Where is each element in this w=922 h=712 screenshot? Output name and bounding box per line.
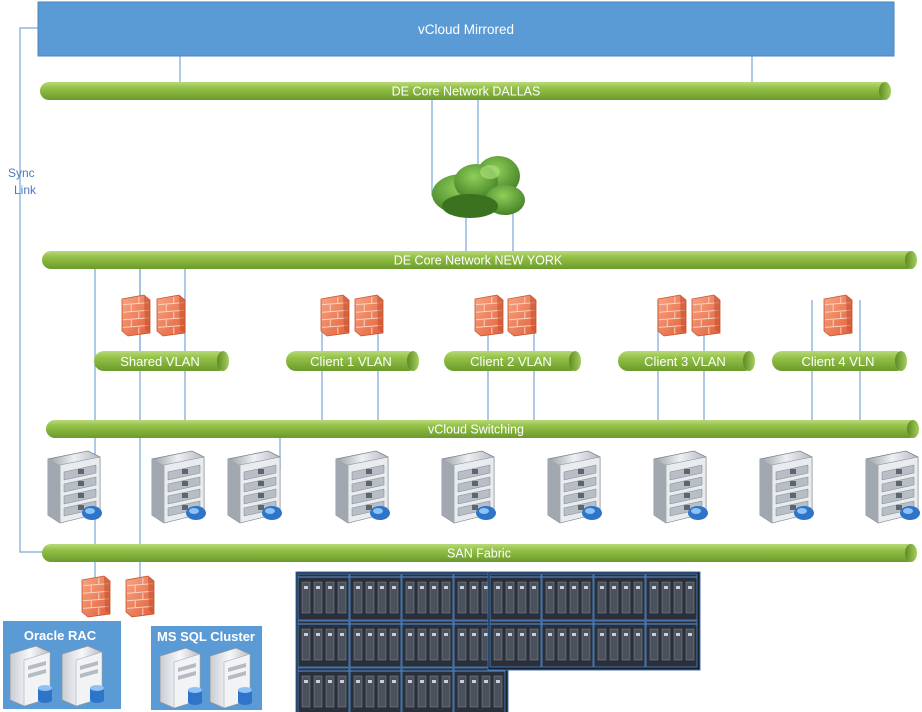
blade-server-icon — [441, 450, 496, 524]
firewall-icon — [81, 575, 111, 618]
vlan-client2-pipe: Client 2 VLAN — [444, 351, 581, 371]
oracle-rac-cluster: Oracle RAC — [3, 621, 121, 709]
database-server-icon — [9, 645, 52, 707]
blade-server-icon — [47, 450, 102, 524]
firewall-icon — [657, 294, 687, 337]
sync-link-label-line2: Link — [14, 183, 37, 197]
san-fabric-label: SAN Fabric — [447, 547, 511, 561]
firewall-icon — [823, 294, 853, 337]
firewall-icon — [320, 294, 350, 337]
firewall-icon — [121, 294, 151, 337]
vlan-client3-pipe: Client 3 VLAN — [618, 351, 755, 371]
blade-server-icon — [865, 450, 920, 524]
vlan-shared-pipe: Shared VLAN — [94, 351, 229, 371]
network-new-york-label: DE Core Network NEW YORK — [394, 254, 563, 268]
blade-server-icon — [759, 450, 814, 524]
storage-array-icon — [487, 571, 701, 671]
vlan-client4-label: Client 4 VLN — [802, 354, 875, 369]
sync-link-line — [19, 27, 44, 553]
blade-server-icon — [547, 450, 602, 524]
cloud-icon — [432, 156, 525, 218]
san-fabric-pipe: SAN Fabric — [42, 544, 917, 562]
blade-server-icon — [227, 450, 282, 524]
blade-server-icon — [151, 450, 206, 524]
vlan-shared-label: Shared VLAN — [120, 354, 200, 369]
vlan-client3-label: Client 3 VLAN — [644, 354, 726, 369]
vlan-client1-label: Client 1 VLAN — [310, 354, 392, 369]
firewall-icon — [156, 294, 186, 337]
storage-array-icon — [295, 571, 509, 712]
network-dallas-label: DE Core Network DALLAS — [392, 85, 541, 99]
network-new-york-pipe: DE Core Network NEW YORK — [42, 251, 917, 269]
vlan-client4-pipe: Client 4 VLN — [772, 351, 907, 371]
vcloud-mirrored-box — [37, 1, 895, 57]
vcloud-switching-pipe: vCloud Switching — [46, 420, 919, 438]
firewall-icon — [354, 294, 384, 337]
database-server-icon — [159, 647, 202, 709]
vlan-client1-pipe: Client 1 VLAN — [286, 351, 419, 371]
firewall-icon — [691, 294, 721, 337]
firewall-icon — [125, 575, 155, 618]
firewall-icon — [507, 294, 537, 337]
blade-server-icon — [335, 450, 390, 524]
ms-sql-cluster: MS SQL Cluster — [151, 626, 262, 710]
blade-server-icon — [653, 450, 708, 524]
oracle-rac-label: Oracle RAC — [24, 628, 97, 643]
sync-link-label-line1: Sync — [8, 166, 35, 180]
network-dallas-pipe: DE Core Network DALLAS — [40, 82, 891, 100]
database-server-icon — [209, 647, 252, 709]
vcloud-mirrored-label: vCloud Mirrored — [418, 22, 514, 37]
vcloud-switching-label: vCloud Switching — [428, 423, 524, 437]
vlan-client2-label: Client 2 VLAN — [470, 354, 552, 369]
database-server-icon — [61, 645, 104, 707]
ms-sql-cluster-label: MS SQL Cluster — [157, 629, 255, 644]
firewall-icon — [474, 294, 504, 337]
